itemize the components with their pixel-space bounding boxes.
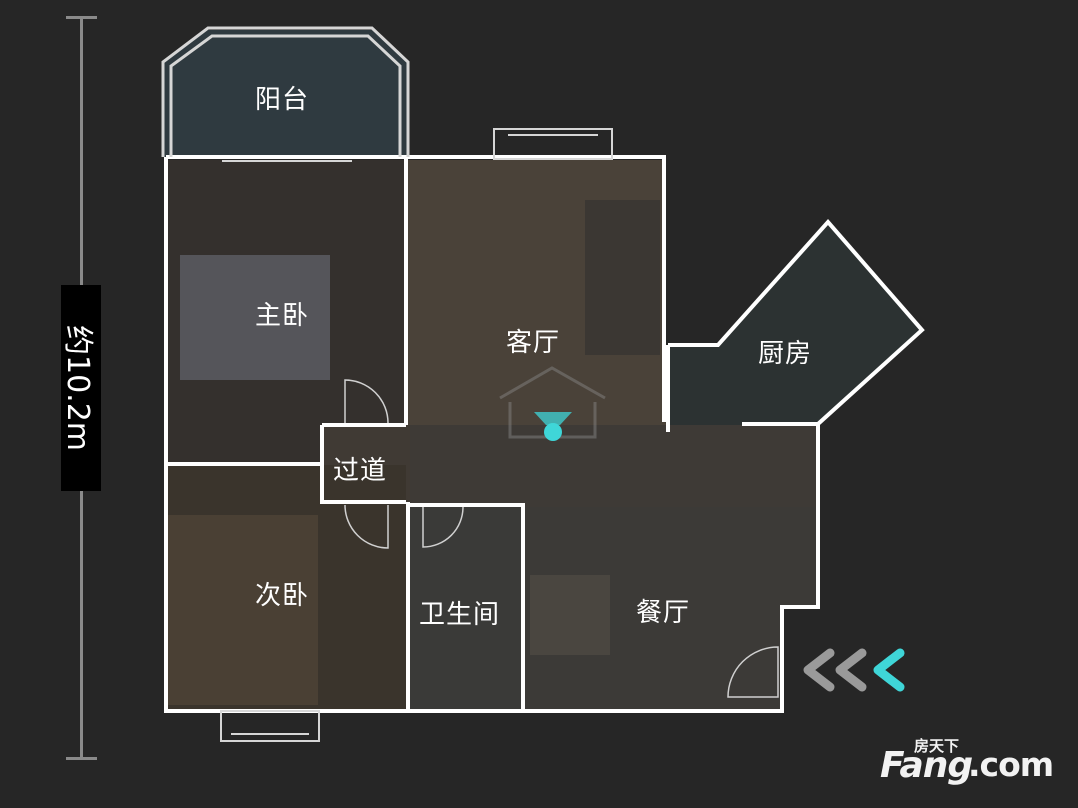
open-area-floor xyxy=(410,425,818,510)
wall-kitchen xyxy=(668,218,925,426)
bed-shape xyxy=(180,255,330,380)
watermark-chinese: 房天下 xyxy=(914,737,960,755)
window-living-top xyxy=(493,128,613,160)
wall-balcony-inner xyxy=(169,34,402,157)
room-label-living-room: 客厅 xyxy=(506,328,561,358)
room-label-bathroom: 卫生间 xyxy=(419,600,501,630)
wall-outer-left xyxy=(164,157,408,713)
dining-table-shape xyxy=(530,575,610,655)
door-second-bedroom xyxy=(344,504,389,549)
door-bathroom xyxy=(422,506,464,548)
room-label-master-bedroom: 主卧 xyxy=(255,301,310,331)
bathroom-floor xyxy=(408,507,523,711)
entrance-chevrons-icon xyxy=(803,648,905,692)
watermark-brand: Fang xyxy=(880,745,973,786)
room-label-kitchen: 厨房 xyxy=(758,339,813,369)
dimension-line-bottom-cap xyxy=(66,757,97,760)
wall-bath-top xyxy=(408,503,525,711)
camera-position-icon xyxy=(534,412,572,441)
wardrobe-shape xyxy=(168,515,318,705)
wall-hallway-left xyxy=(320,425,406,504)
watermark-domain: .com xyxy=(968,745,1054,784)
kitchen-floor xyxy=(668,225,920,425)
window-bedroom-bottom xyxy=(220,710,320,742)
room-label-hallway: 过道 xyxy=(333,456,388,486)
sofa-shape xyxy=(585,200,660,355)
brand-watermark: 房天下 Fang .com xyxy=(880,735,1070,795)
dimension-label-box xyxy=(61,285,101,491)
door-master xyxy=(344,379,389,424)
wall-bottom xyxy=(408,422,820,713)
wall-balcony xyxy=(161,26,410,157)
room-label-dining-room: 餐厅 xyxy=(636,598,691,628)
balcony-floor xyxy=(163,30,408,157)
room-label-balcony: 阳台 xyxy=(255,85,310,115)
room-label-second-bedroom: 次卧 xyxy=(255,581,310,611)
door-entrance xyxy=(727,646,779,698)
